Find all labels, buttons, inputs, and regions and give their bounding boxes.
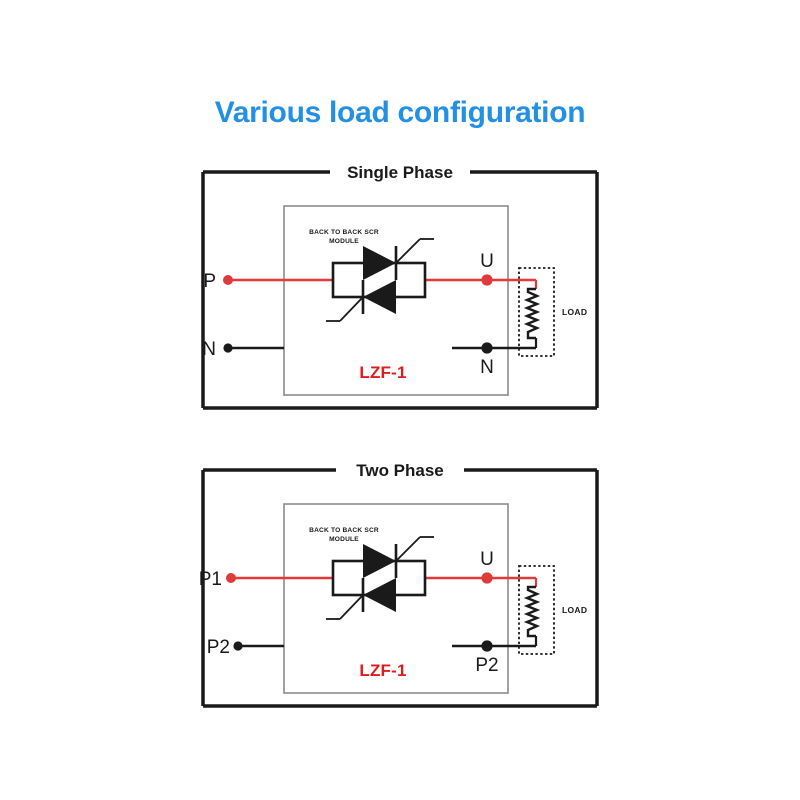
terminal-label-input-live-single: P: [203, 271, 216, 292]
device-box-single: [283, 205, 509, 396]
neutral-conductor-right-two: [452, 636, 538, 648]
terminal-dot-input-live-single[interactable]: [223, 275, 233, 285]
diagram-two-phase: Two Phase BACK TO BACK SCR MODULE: [0, 448, 800, 728]
back-to-back-scr-module-single: [326, 238, 434, 322]
terminal-dot-output-live-single[interactable]: [481, 274, 493, 286]
frame-border-single: [201, 170, 599, 410]
model-label-two: LZF-1: [359, 661, 406, 680]
load-label-two: LOAD: [562, 605, 587, 615]
terminal-label-output-live-two: U: [480, 549, 494, 570]
live-conductor-single: [228, 278, 538, 289]
terminal-dot-output-live-two[interactable]: [481, 572, 493, 584]
terminal-dot-input-phase-1[interactable]: [226, 573, 236, 583]
scr-module-label-line1-two: BACK TO BACK SCR: [309, 527, 379, 534]
scr-module-label-line2: MODULE: [329, 238, 359, 245]
load-element-two: [518, 565, 555, 655]
terminal-label-input-neutral-single: N: [202, 339, 216, 360]
frame-legend-two: Two Phase: [356, 461, 444, 480]
page-title: Various load configuration: [214, 96, 586, 129]
scr-module-label-line2-two: MODULE: [329, 536, 359, 543]
terminal-dot-output-phase-2[interactable]: [481, 640, 493, 652]
terminal-label-input-phase-1: P1: [199, 569, 222, 590]
diagram-single-phase: Single Phase BACK TO BACK SCR MODULE: [0, 150, 800, 430]
terminal-label-output-neutral-single: N: [480, 357, 494, 378]
terminal-label-output-phase-2: P2: [475, 655, 498, 676]
device-box-two: [283, 503, 509, 694]
terminal-dot-input-phase-2[interactable]: [233, 641, 243, 651]
model-label-single: LZF-1: [359, 363, 406, 382]
terminal-label-output-live-single: U: [480, 251, 494, 272]
terminal-dot-output-neutral-single[interactable]: [481, 342, 493, 354]
scr-module-label-line1: BACK TO BACK SCR: [309, 229, 379, 236]
live-conductor-two: [231, 576, 538, 587]
neutral-conductor-right-single: [452, 338, 538, 350]
load-element-single: [518, 267, 555, 357]
load-label-single: LOAD: [562, 307, 587, 317]
frame-border-two: [201, 468, 599, 708]
terminal-label-input-phase-2: P2: [207, 637, 230, 658]
terminal-dot-input-neutral-single[interactable]: [223, 343, 233, 353]
frame-legend-single: Single Phase: [347, 163, 453, 182]
back-to-back-scr-module-two: [326, 536, 434, 620]
